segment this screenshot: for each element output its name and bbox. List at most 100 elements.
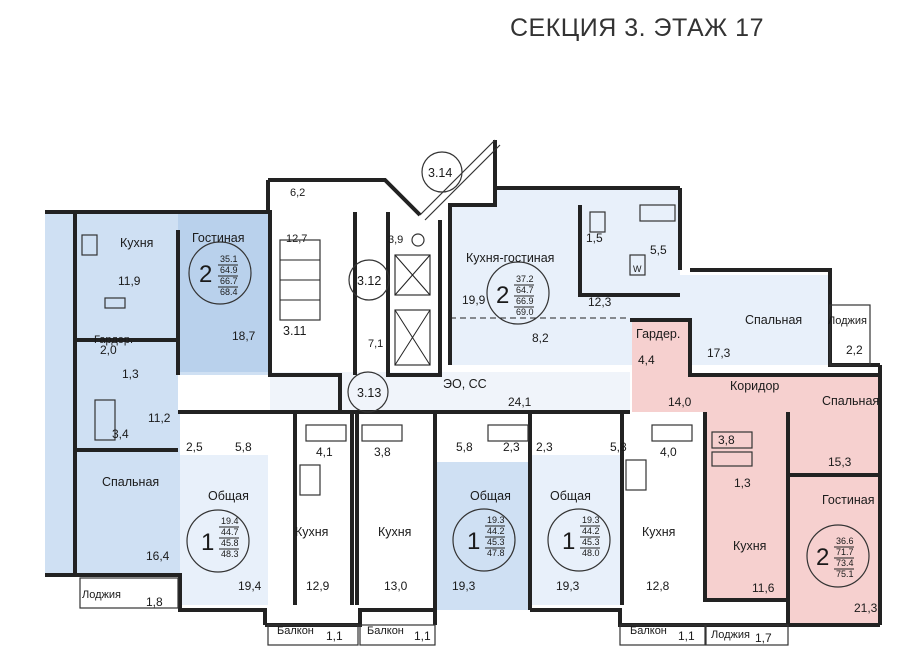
studio-c-room-count: 1 bbox=[562, 528, 575, 555]
apartment-top: Кухня-гостиная 19,9 12,3 8,2 1,5 5,5 W С… bbox=[462, 231, 867, 360]
label-3-13: 3.13 bbox=[357, 386, 381, 400]
apartment-right: Гардер. 4,4 Коридор 14,0 Спальная 15,3 3… bbox=[636, 327, 879, 645]
left-bedroom-label: Спальная bbox=[102, 475, 159, 489]
studio-b-kitchen-label: Кухня bbox=[378, 525, 411, 539]
left-room-count: 2 bbox=[199, 261, 212, 288]
apartment-left: Кухня 11,9 Гостиная 18,7 Гардер. 2,0 1,3… bbox=[82, 231, 256, 609]
right-garder-area: 4,4 bbox=[638, 353, 655, 367]
top-kitchen-label: Кухня-гостиная bbox=[466, 251, 554, 265]
corridor-fill bbox=[270, 372, 630, 414]
studio-a-common-label: Общая bbox=[208, 489, 249, 503]
right-living-area: 21,3 bbox=[854, 601, 878, 615]
left-num-2: 64.9 bbox=[220, 265, 238, 275]
right-bedroom-label: Спальная bbox=[822, 394, 879, 408]
right-room-count: 2 bbox=[816, 544, 829, 571]
left-num-3: 66.7 bbox=[220, 276, 238, 286]
right-bath2-area: 1,3 bbox=[734, 476, 751, 490]
area-12-7: 12,7 bbox=[286, 233, 307, 245]
studio-b-common-label: Общая bbox=[470, 489, 511, 503]
area-6-2: 6,2 bbox=[290, 187, 305, 199]
studio-a-num-1: 19.4 bbox=[221, 516, 239, 526]
studio-a-num-4: 48.3 bbox=[221, 549, 239, 559]
studio-a-balcony-area: 1,1 bbox=[326, 629, 343, 643]
studio-a-kitchen-area: 12,9 bbox=[306, 579, 330, 593]
studio-b-balcony-label: Балкон bbox=[367, 625, 404, 637]
right-apartment-fill bbox=[632, 322, 880, 625]
top-bedroom-area: 17,3 bbox=[707, 346, 731, 360]
left-kitchen-area: 11,9 bbox=[118, 274, 141, 288]
left-loggia-area: 1,8 bbox=[146, 595, 163, 609]
area-7-1: 7,1 bbox=[368, 338, 383, 350]
label-3-14: 3.14 bbox=[428, 166, 452, 180]
studio-b-balcony-area: 1,1 bbox=[414, 629, 431, 643]
left-num-4: 68.4 bbox=[220, 287, 238, 297]
room-count-badges bbox=[186, 151, 870, 588]
studio-b-area: 19,3 bbox=[452, 579, 476, 593]
right-loggia-label: Лоджия bbox=[711, 629, 750, 641]
studio-a: 2,5 5,8 Общая 19,4 4,1 Кухня 12,9 Балкон… bbox=[186, 440, 343, 643]
right-num-3: 73.4 bbox=[836, 558, 854, 568]
studio-b: 3,8 Кухня 13,0 5,8 2,3 Общая 19,3 Балкон… bbox=[367, 440, 520, 643]
left-living-area: 18,7 bbox=[232, 329, 256, 343]
studio-b-2-3: 2,3 bbox=[503, 440, 520, 454]
right-bedroom-area: 15,3 bbox=[828, 455, 852, 469]
top-bedroom-label: Спальная bbox=[745, 313, 802, 327]
label-3-12: 3.12 bbox=[357, 274, 381, 288]
studio-a-area: 19,4 bbox=[238, 579, 262, 593]
eo-label: ЭО, СС bbox=[443, 377, 487, 391]
studio-b-5-8: 5,8 bbox=[456, 440, 473, 454]
top-loggia-area: 2,2 bbox=[846, 343, 863, 357]
area-3-9: 3,9 bbox=[388, 234, 403, 246]
studio-c-2-3: 2,3 bbox=[536, 440, 553, 454]
studio-a-num-3: 45.8 bbox=[221, 538, 239, 548]
studio-b-num-3: 45.3 bbox=[487, 537, 505, 547]
right-num-1: 36.6 bbox=[836, 536, 854, 546]
right-num-4: 75.1 bbox=[836, 569, 854, 579]
studio-b-fill bbox=[437, 462, 529, 610]
studio-a-bath: 4,1 bbox=[316, 445, 333, 459]
studio-c-fill bbox=[532, 455, 622, 605]
top-loggia-label: Лоджия bbox=[828, 315, 867, 327]
studio-c-balcony-label: Балкон bbox=[630, 625, 667, 637]
studio-c-num-1: 19.3 bbox=[582, 515, 600, 525]
apartment-fills bbox=[45, 188, 880, 625]
left-wc-area: 3,4 bbox=[112, 427, 129, 441]
corridor-area: 24,1 bbox=[508, 395, 532, 409]
studio-b-room-count: 1 bbox=[467, 528, 480, 555]
studio-a-room-count: 1 bbox=[201, 529, 214, 556]
studio-b-kitchen-area: 13,0 bbox=[384, 579, 408, 593]
top-num-1: 37.2 bbox=[516, 274, 534, 284]
studio-c-num-2: 44.2 bbox=[582, 526, 600, 536]
left-num-1: 35.1 bbox=[220, 254, 238, 264]
right-living-label: Гостиная bbox=[822, 493, 874, 507]
studio-b-bath: 3,8 bbox=[374, 445, 391, 459]
studio-a-fill bbox=[180, 455, 268, 605]
studio-c-5-8: 5,8 bbox=[610, 440, 627, 454]
right-bath1-area: 3,8 bbox=[718, 433, 735, 447]
top-bath1-area: 1,5 bbox=[586, 231, 603, 245]
studio-b-num-4: 47.8 bbox=[487, 548, 505, 558]
studio-c-kitchen-area: 12,8 bbox=[646, 579, 670, 593]
studio-c-kitchen-label: Кухня bbox=[642, 525, 675, 539]
top-kitchen-area: 19,9 bbox=[462, 293, 486, 307]
studio-c-num-4: 48.0 bbox=[582, 548, 600, 558]
thin-lines bbox=[79, 139, 871, 646]
studio-a-balcony-label: Балкон bbox=[277, 625, 314, 637]
studio-c-bath: 4,0 bbox=[660, 445, 677, 459]
top-num-4: 69.0 bbox=[516, 307, 534, 317]
studio-a-num-2: 44.7 bbox=[221, 527, 239, 537]
studio-c-balcony-area: 1,1 bbox=[678, 629, 695, 643]
top-apartment-fill bbox=[450, 188, 828, 365]
label-3-11: 3.11 bbox=[283, 324, 306, 338]
top-num-2: 64.7 bbox=[516, 285, 534, 295]
left-garder-label: Гардер. bbox=[94, 334, 133, 346]
left-bath-area: 1,3 bbox=[122, 367, 139, 381]
washer-label: W bbox=[633, 264, 642, 274]
top-hall-area: 12,3 bbox=[588, 295, 612, 309]
top-bath2-area: 5,5 bbox=[650, 243, 667, 257]
left-kitchen-label: Кухня bbox=[120, 236, 153, 250]
left-living-fill bbox=[178, 212, 268, 372]
studio-b-num-2: 44.2 bbox=[487, 526, 505, 536]
common-labels: 3.14 3.12 3.13 3.11 6,2 12,7 3,9 7,1 ЭО,… bbox=[283, 166, 532, 409]
